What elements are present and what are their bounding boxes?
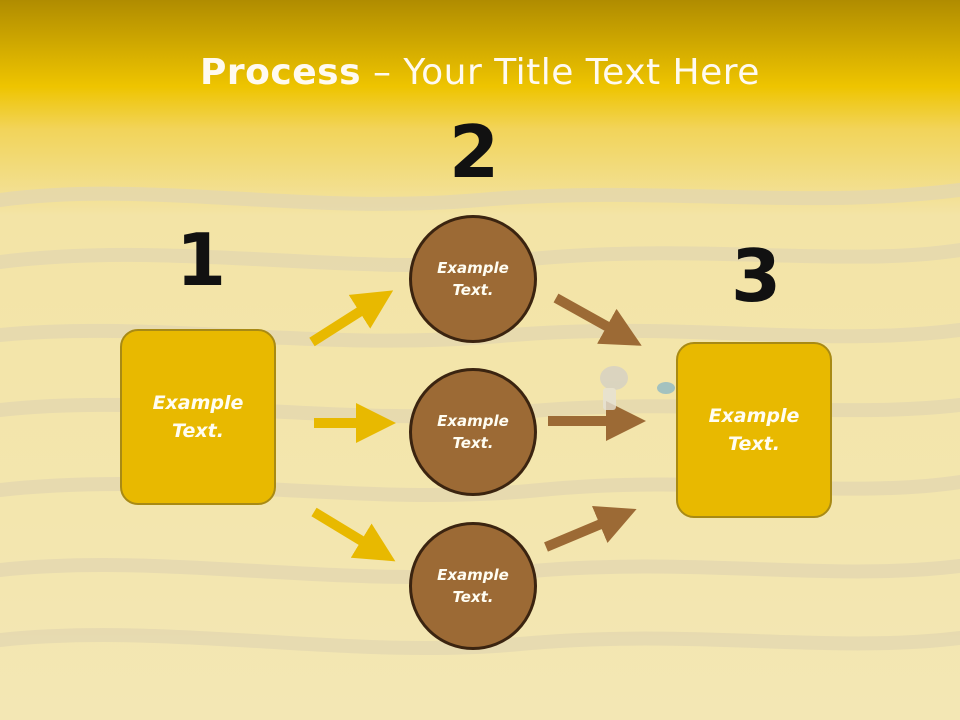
step-2-circle-top: Example Text. <box>409 215 537 343</box>
arrow-2c-to-3 <box>544 506 637 552</box>
step-2-circle-middle: Example Text. <box>409 368 537 496</box>
arrow-1-to-2a <box>309 290 394 347</box>
title-bold: Process <box>200 52 362 93</box>
arrow-2a-to-3 <box>553 293 642 346</box>
arrow-1-to-2c <box>311 507 396 562</box>
step-2-circle-bottom: Example Text. <box>409 522 537 650</box>
step-number-3: 3 <box>731 234 782 318</box>
stone-decoration <box>600 366 675 410</box>
step-3-box: Example Text. <box>676 342 832 518</box>
step-number-1: 1 <box>176 218 227 302</box>
step-1-text: Example Text. <box>152 391 244 443</box>
circle-middle-text: Example Text. <box>437 411 509 453</box>
step-1-box: Example Text. <box>120 329 276 505</box>
slide-title: Process – Your Title Text Here <box>0 52 960 93</box>
step-3-text: Example Text. <box>708 404 800 456</box>
step-number-2: 2 <box>449 110 500 194</box>
circle-bottom-text: Example Text. <box>437 565 509 607</box>
title-rest: – Your Title Text Here <box>361 52 760 93</box>
circle-top-text: Example Text. <box>437 258 509 300</box>
